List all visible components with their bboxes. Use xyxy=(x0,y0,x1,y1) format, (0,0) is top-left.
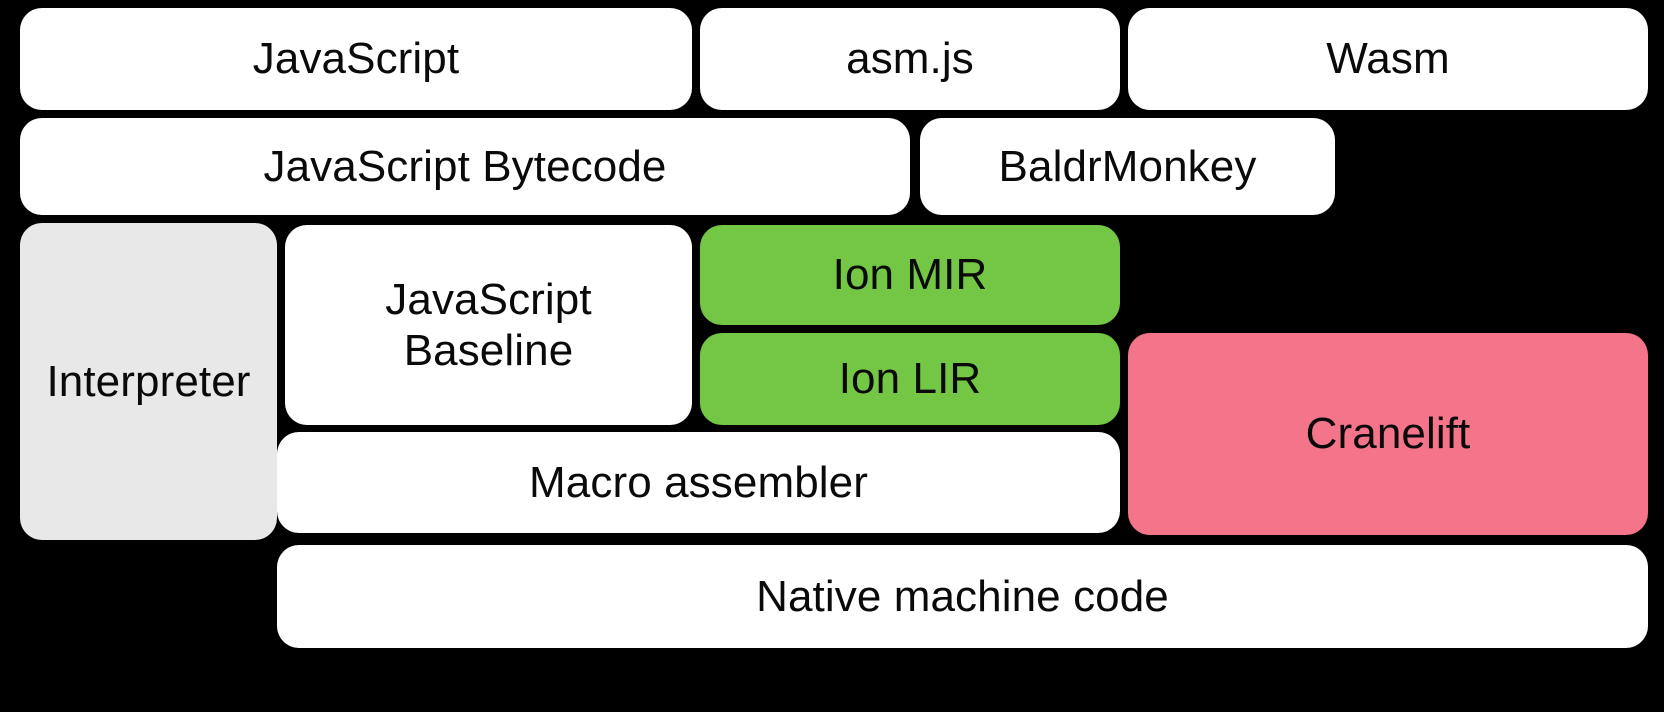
node-cranelift: Cranelift xyxy=(1128,333,1648,535)
node-ion-mir: Ion MIR xyxy=(700,225,1120,325)
node-wasm: Wasm xyxy=(1128,8,1648,110)
node-macro-assembler: Macro assembler xyxy=(277,432,1120,533)
node-javascript-bytecode: JavaScript Bytecode xyxy=(20,118,910,215)
node-native-machine-code: Native machine code xyxy=(277,545,1648,648)
node-asm-js: asm.js xyxy=(700,8,1120,110)
node-javascript: JavaScript xyxy=(20,8,692,110)
node-javascript-baseline: JavaScript Baseline xyxy=(285,225,692,425)
node-interpreter: Interpreter xyxy=(20,223,277,540)
node-ion-lir: Ion LIR xyxy=(700,333,1120,425)
node-baldrmonkey: BaldrMonkey xyxy=(920,118,1335,215)
